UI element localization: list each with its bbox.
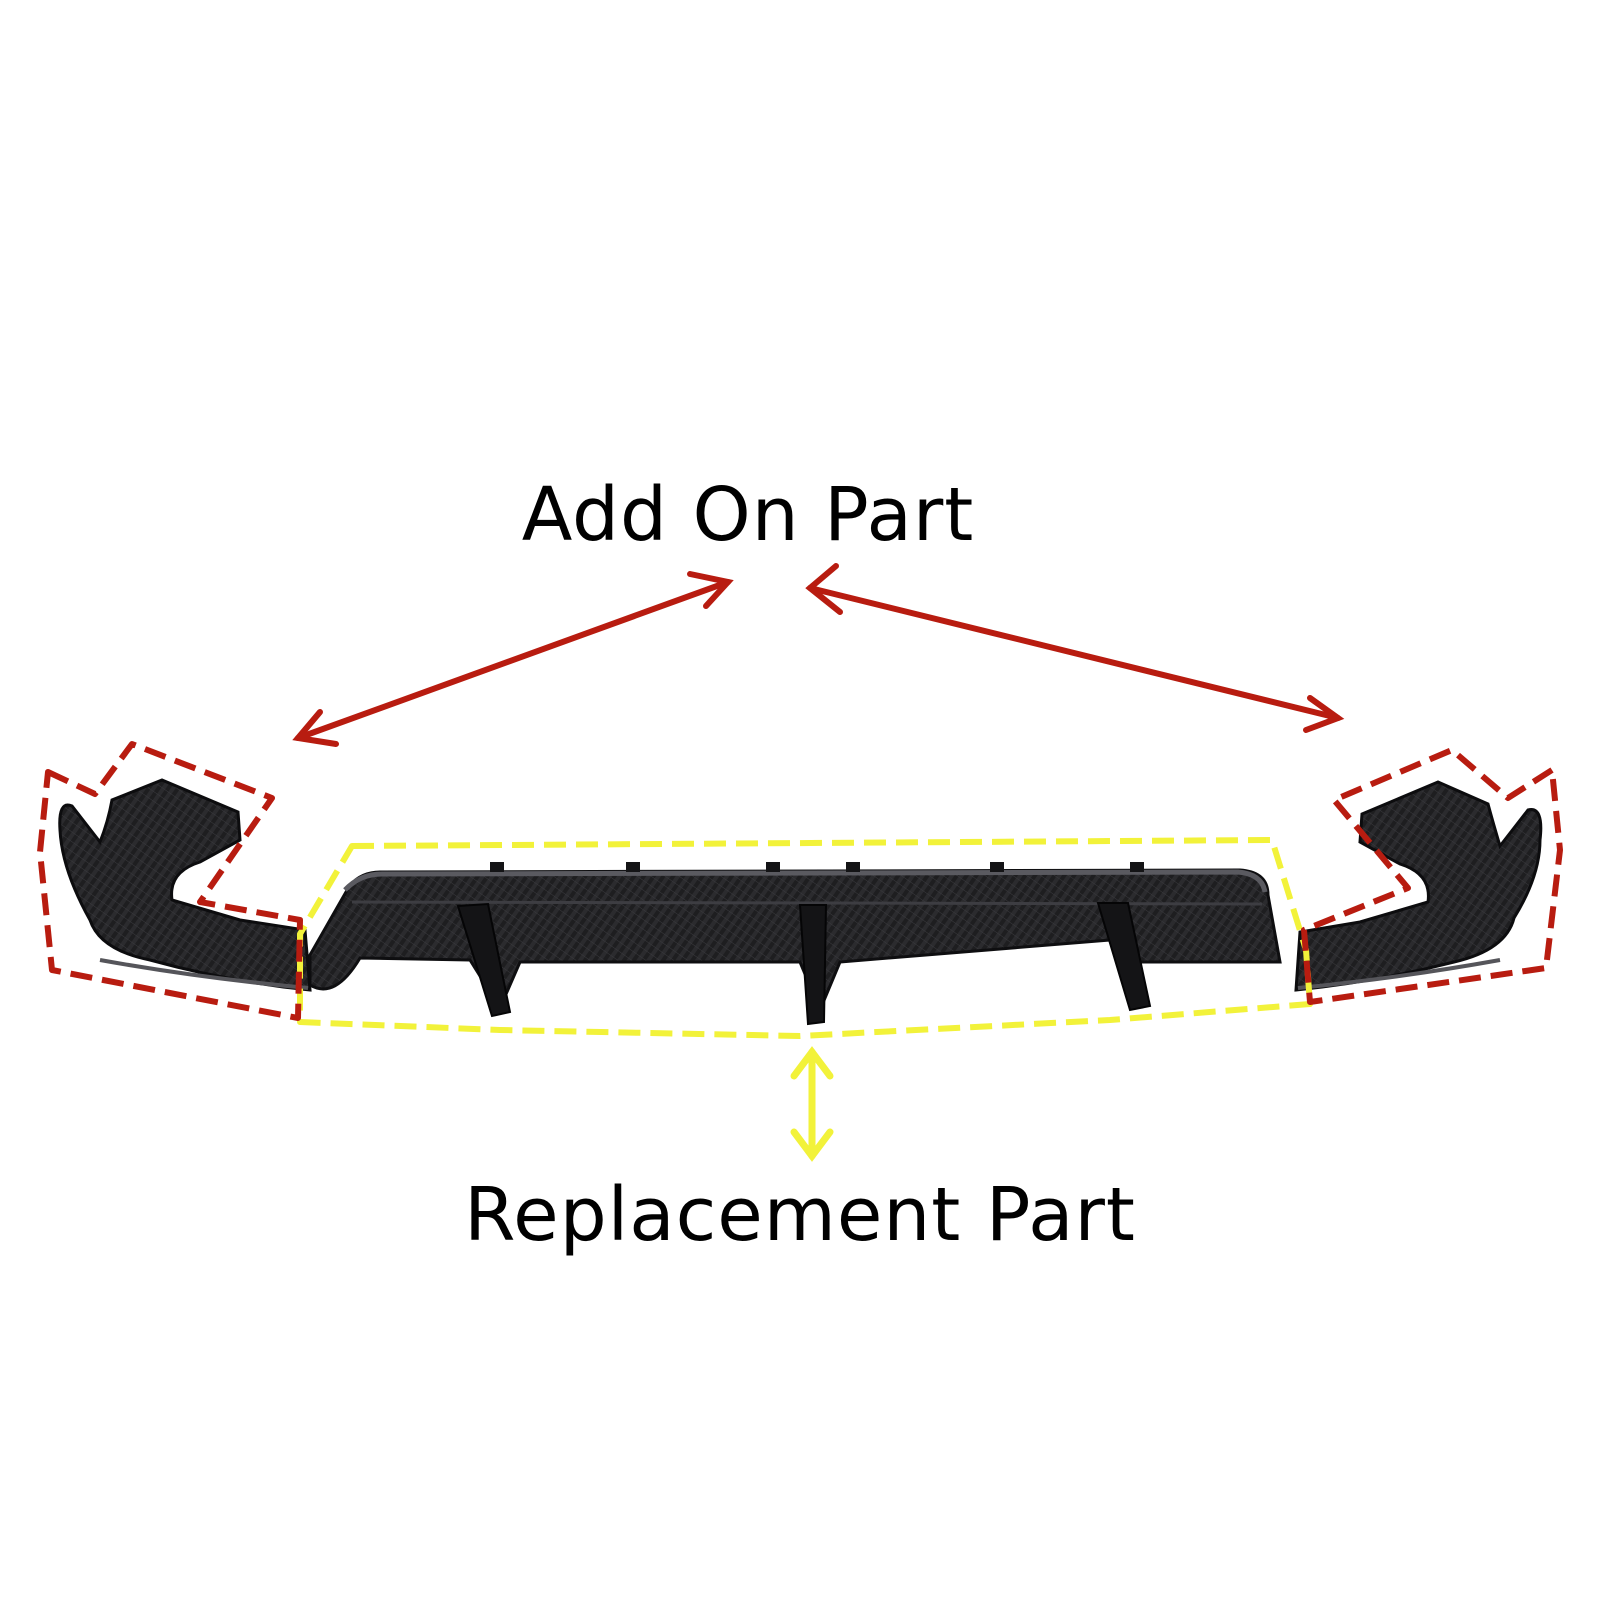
yellow-double-arrow (790, 1046, 834, 1162)
diffuser-center-part (308, 862, 1282, 1026)
right-add-on-outline (1301, 747, 1563, 1005)
right-red-arrow (805, 563, 1345, 733)
left-splitter-part (58, 778, 312, 992)
left-add-on-outline (37, 741, 303, 1021)
left-red-arrow (292, 571, 734, 747)
right-splitter-part (1294, 780, 1543, 992)
add-on-part-label: Add On Part (521, 472, 975, 558)
replacement-part-label: Replacement Part (464, 1172, 1136, 1258)
